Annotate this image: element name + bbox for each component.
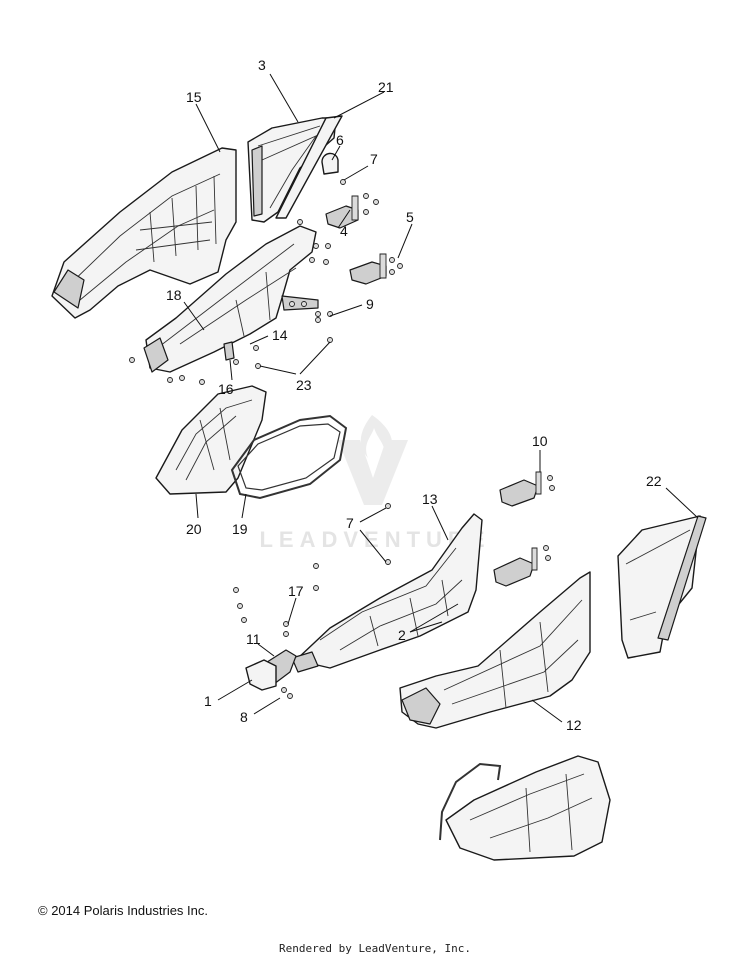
leader-lines	[183, 73, 699, 723]
callout-4: 4	[340, 223, 348, 239]
rendered-by-notice: Rendered by LeadVenture, Inc.	[278, 942, 472, 955]
part-13-lower-door-frame	[291, 513, 483, 673]
callout-8: 8	[240, 709, 248, 725]
callout-7-lower: 7	[346, 515, 354, 531]
callout-14: 14	[272, 327, 288, 343]
callout-labels: 15 3 21 6 7 5 4 9 14 18 16 23 20 19 7 13…	[166, 57, 662, 733]
part-12-lower-door-panel	[399, 571, 591, 729]
part-6-clip	[321, 152, 339, 175]
callout-12: 12	[566, 717, 582, 733]
part-15-upper-door-panel	[51, 147, 237, 319]
lower-inner-door-panel	[439, 755, 611, 861]
v-logo-icon	[338, 440, 408, 505]
part-19-door-tube-frame	[230, 414, 348, 500]
callout-20: 20	[186, 521, 202, 537]
callout-18: 18	[166, 287, 182, 303]
leadventure-watermark: LEADVENTURE	[259, 415, 485, 552]
copyright-notice: © 2014 Polaris Industries Inc.	[38, 903, 208, 918]
upper-hardware	[129, 179, 403, 385]
callout-11: 11	[246, 631, 261, 647]
callout-13: 13	[422, 491, 438, 507]
callout-7-upper: 7	[370, 151, 378, 167]
callout-21: 21	[378, 79, 394, 95]
part-4-hinge	[325, 195, 359, 229]
callout-3: 3	[258, 57, 266, 73]
callout-10: 10	[532, 433, 548, 449]
callout-2: 2	[398, 627, 406, 643]
callout-17: 17	[288, 583, 304, 599]
callout-5: 5	[406, 209, 414, 225]
callout-23: 23	[296, 377, 312, 393]
lower-hinge	[493, 545, 551, 587]
part-5-hinge	[349, 253, 387, 285]
callout-16: 16	[218, 381, 234, 397]
part-20-inner-door-panel	[155, 385, 267, 495]
callout-1: 1	[204, 693, 212, 709]
callout-19: 19	[232, 521, 248, 537]
upper-door-frame	[143, 225, 319, 373]
lower-hardware	[233, 503, 391, 699]
callout-15: 15	[186, 89, 202, 105]
callout-22: 22	[646, 473, 662, 489]
part-10-hinge	[499, 471, 555, 507]
part-22-lower-window-panel	[617, 515, 707, 659]
callout-9: 9	[366, 296, 374, 312]
callout-6: 6	[336, 132, 344, 148]
part-1-latch-bracket	[245, 659, 277, 691]
